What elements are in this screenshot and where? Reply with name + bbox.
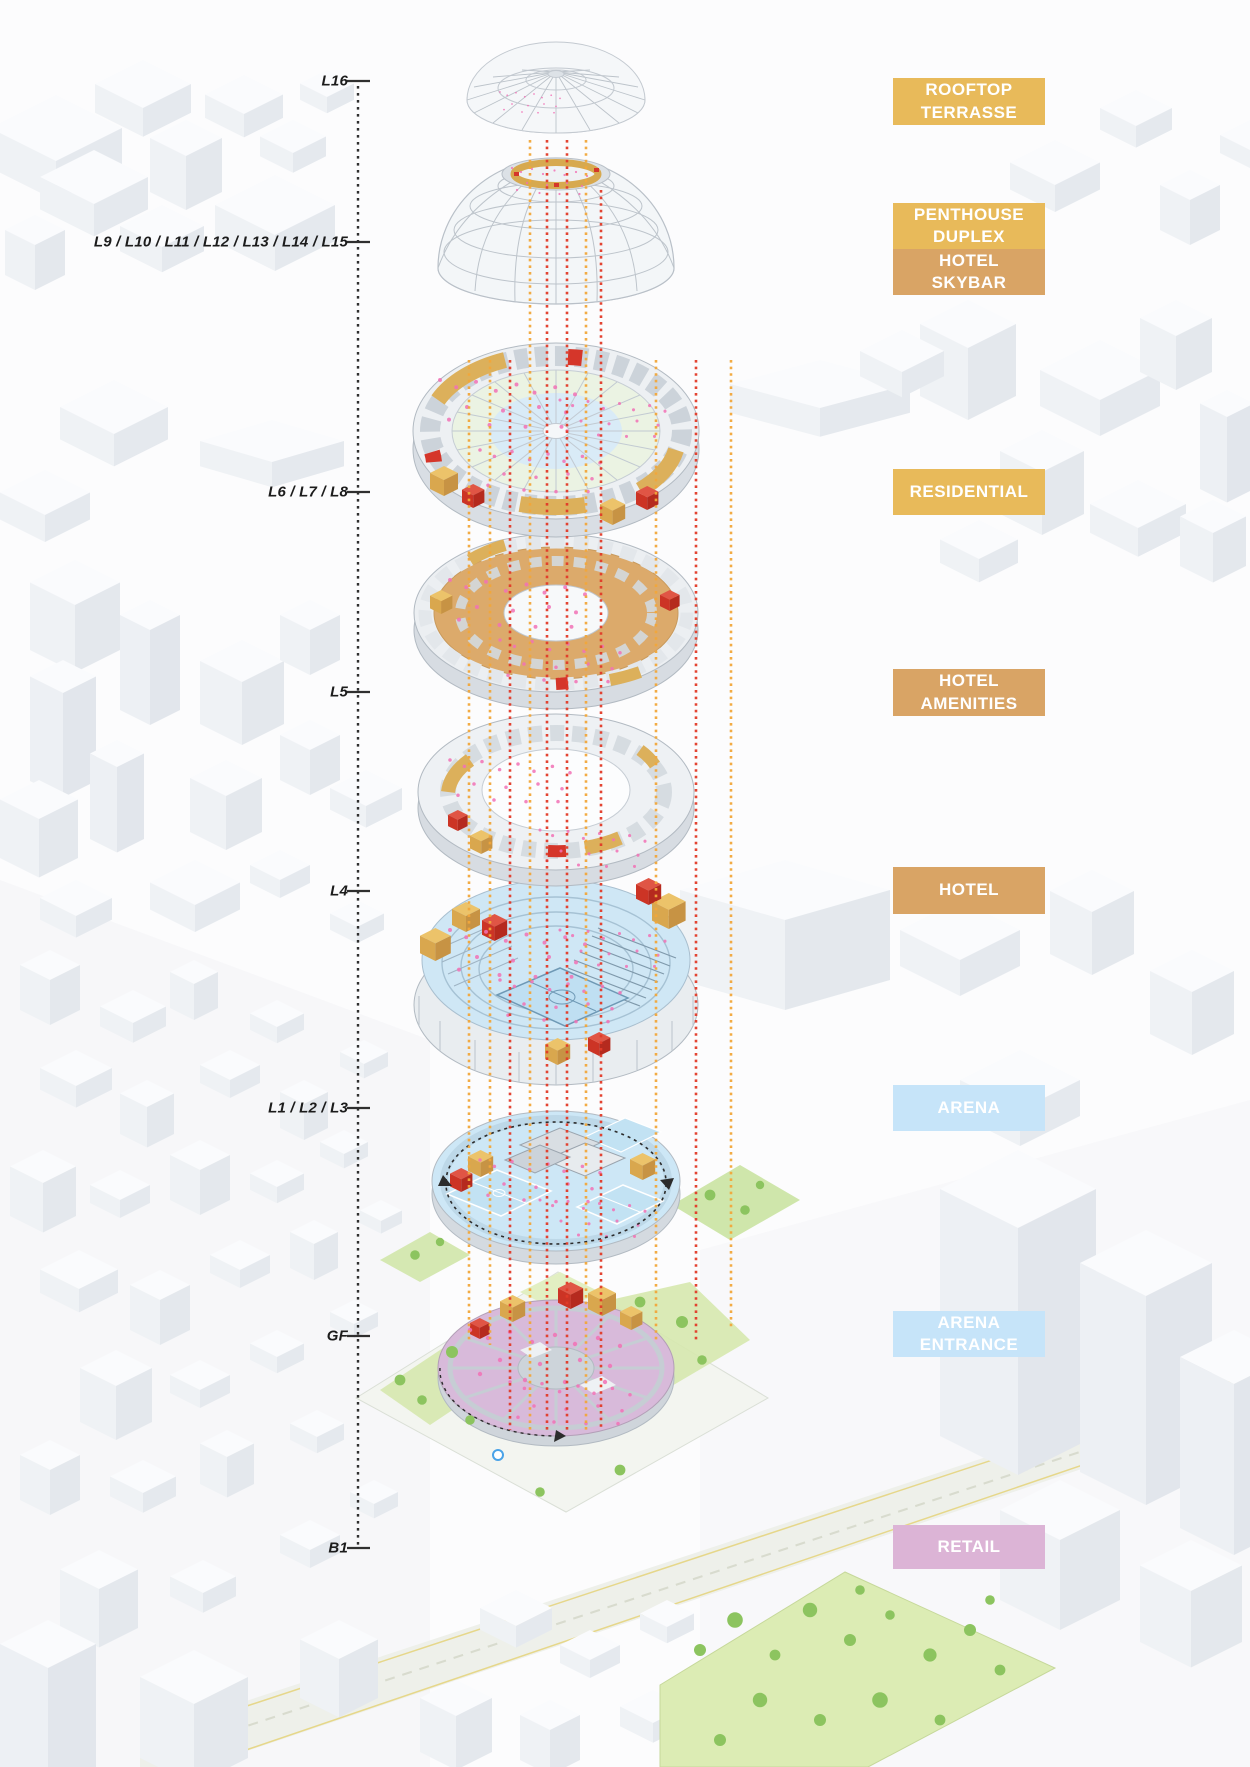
arena-court [495,967,630,1027]
connector-lines-red [508,140,698,1430]
level-scale-line [347,79,370,1550]
exploded-stack [355,41,769,1513]
city-context [0,60,1250,1767]
layer-penthouse-skybar [437,157,675,305]
map-pin-icon [492,1449,504,1461]
circulation-arrow [445,1183,667,1245]
hotel-void [481,748,631,832]
connector-lines-orange [467,140,733,1430]
layer-hotel-amenities [413,533,699,710]
courtyard-spokes [452,370,660,492]
arena-shell-ribs [418,996,694,1085]
layer-residential [412,342,700,538]
circulation-arrow [445,1121,667,1183]
circulation-arrow [439,1367,557,1437]
layer-retail [355,1271,769,1513]
green-pocket [380,1165,800,1282]
layer-arena-entrance [431,1110,681,1265]
park [659,1571,1057,1767]
layer-rooftop-terrasse [466,41,646,134]
layer-arena [413,878,699,1086]
layer-hotel [417,713,695,887]
road [140,1370,1250,1767]
